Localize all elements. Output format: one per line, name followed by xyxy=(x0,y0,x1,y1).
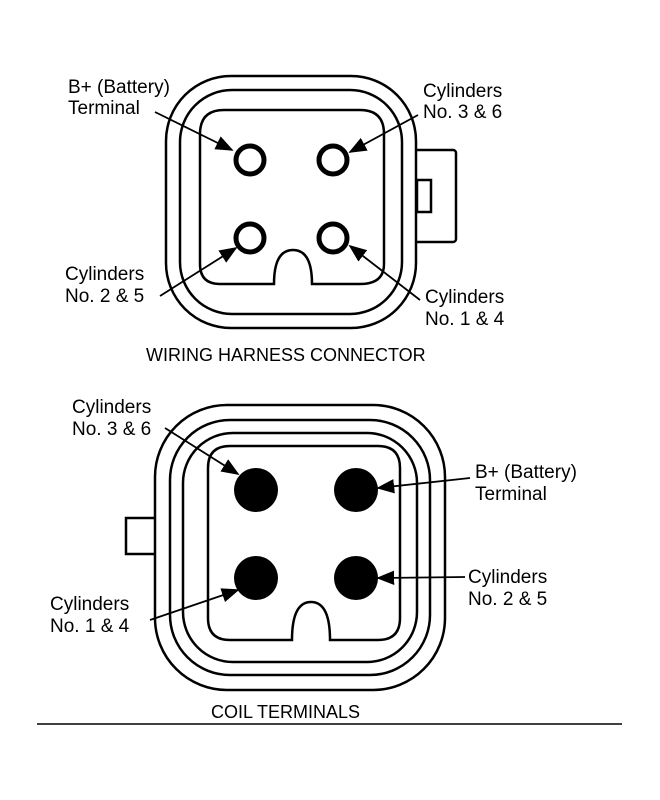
coil-cyl36-label-1: Cylinders xyxy=(72,397,151,418)
harness-cyl14-label-1: Cylinders xyxy=(425,287,504,308)
connector-tab-slot xyxy=(415,178,433,214)
connector-outer-shell xyxy=(164,74,418,330)
coil-inner-cavity xyxy=(206,444,402,642)
coil-connector xyxy=(124,403,447,692)
harness-battery-label-1: B+ (Battery) xyxy=(68,77,170,98)
coil-cyl14-label-1: Cylinders xyxy=(50,594,129,615)
connector-tab xyxy=(410,148,458,244)
coil-cyl25-label-1: Cylinders xyxy=(468,567,547,588)
coil-pin-battery xyxy=(334,468,378,512)
coil-battery-label-1: B+ (Battery) xyxy=(475,462,577,483)
harness-leader-lines xyxy=(154,111,421,301)
harness-cyl36-label-1: Cylinders xyxy=(423,81,502,102)
coil-pin-cyl-1-4 xyxy=(234,556,278,600)
coil-pin-cyl-3-6 xyxy=(234,468,278,512)
coil-cyl36-label-2: No. 3 & 6 xyxy=(72,419,151,440)
coil-cyl14-label-2: No. 1 & 4 xyxy=(50,616,130,637)
harness-battery-label-2: Terminal xyxy=(68,98,140,119)
coil-battery-label-2: Terminal xyxy=(475,484,547,505)
wiring-harness-connector xyxy=(164,74,458,330)
coil-pin-cyl-2-5 xyxy=(334,556,378,600)
harness-cyl14-label-2: No. 1 & 4 xyxy=(425,309,505,330)
harness-pins xyxy=(233,143,350,255)
pin-cyl-3-6 xyxy=(316,143,350,177)
pin-cyl-1-4 xyxy=(316,221,350,255)
harness-caption: WIRING HARNESS CONNECTOR xyxy=(146,345,426,365)
harness-cyl36-label-2: No. 3 & 6 xyxy=(423,102,502,123)
harness-cyl25-label-1: Cylinders xyxy=(65,264,144,285)
coil-leader-lines xyxy=(149,427,471,621)
coil-ring-1 xyxy=(168,418,432,677)
harness-cyl25-label-2: No. 2 & 5 xyxy=(65,286,144,307)
coil-caption: COIL TERMINALS xyxy=(211,702,360,722)
coil-pins xyxy=(234,468,378,600)
coil-cyl25-label-2: No. 2 & 5 xyxy=(468,589,547,610)
connector-ring xyxy=(178,88,404,316)
pin-battery xyxy=(233,143,267,177)
coil-ring-2 xyxy=(181,431,419,664)
pin-cyl-2-5 xyxy=(233,221,267,255)
